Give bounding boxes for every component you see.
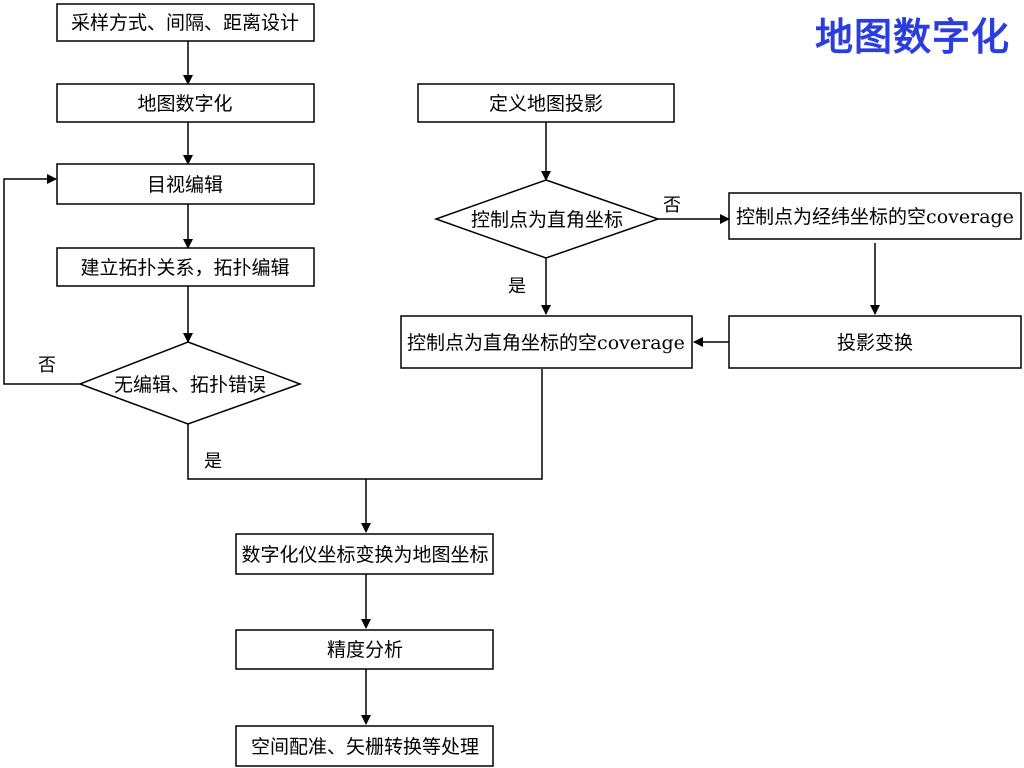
label-no-left: 否: [38, 355, 56, 376]
node-define-proj: [417, 83, 675, 123]
node-visual-edit: [56, 163, 315, 205]
node-proj-transform-label: 投影变换: [837, 332, 913, 354]
node-coord-transform: [235, 533, 494, 575]
node-latlon-cov: [728, 192, 1022, 240]
label-no-right: 否: [663, 195, 681, 216]
arrow-loop-no: [3, 174, 80, 385]
node-cartesian-cov: [400, 315, 693, 369]
node-cartesian-cov-label: 控制点为直角坐标的空coverage: [407, 332, 685, 354]
decision-no-error: [77, 341, 303, 425]
node-define-proj-label: 定义地图投影: [489, 93, 603, 115]
decision-is-cartesian-label: 控制点为直角坐标: [471, 209, 623, 231]
node-digitize-label: 地图数字化: [137, 93, 232, 115]
node-topology: [56, 247, 315, 287]
node-digitize: [56, 83, 315, 123]
node-spatial-label: 空间配准、矢栅转换等处理: [251, 736, 479, 758]
node-sampling: [56, 3, 315, 42]
node-coord-transform-label: 数字化仪坐标变换为地图坐标: [241, 544, 488, 566]
label-yes-right: 是: [508, 276, 526, 297]
decision-no-error-label: 无编辑、拓扑错误: [114, 374, 266, 396]
decision-is-cartesian: [433, 179, 661, 259]
page-title: 地图数字化: [814, 15, 1010, 59]
node-accuracy: [235, 629, 494, 670]
node-visual-edit-label: 目视编辑: [147, 174, 223, 196]
node-latlon-cov-label: 控制点为经纬坐标的空coverage: [736, 206, 1014, 228]
node-spatial: [235, 725, 494, 767]
label-yes-left: 是: [204, 451, 222, 472]
node-topology-label: 建立拓扑关系，拓扑编辑: [80, 257, 289, 279]
node-sampling-label: 采样方式、间隔、距离设计: [71, 12, 299, 34]
connector-yes-merge: [187, 369, 543, 480]
node-proj-transform: [728, 315, 1022, 369]
node-accuracy-label: 精度分析: [327, 639, 403, 661]
